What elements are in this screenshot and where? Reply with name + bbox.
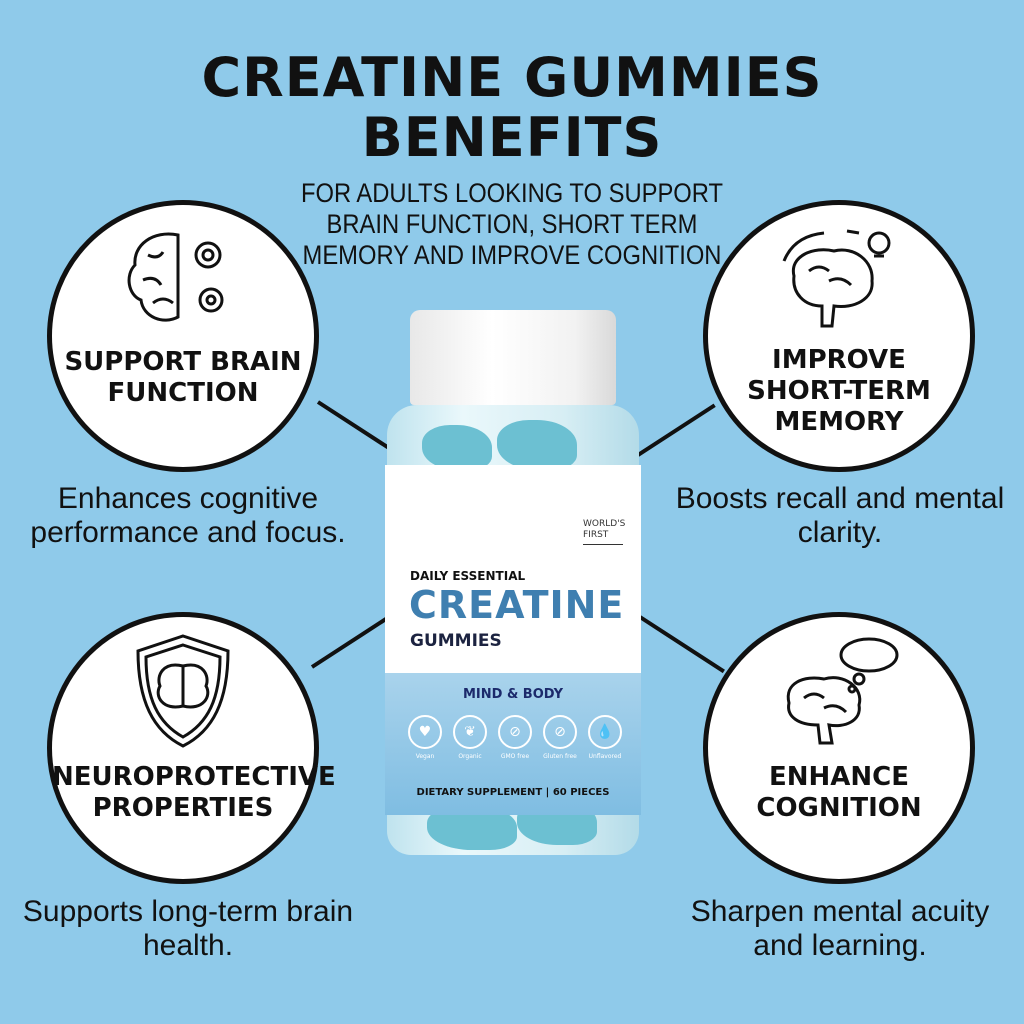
label-line: FUNCTION xyxy=(107,378,259,408)
label-line: IMPROVE xyxy=(772,345,906,375)
feature-label: Vegan xyxy=(415,753,435,760)
feature-gluten-free: ⊘ Gluten free xyxy=(540,715,580,760)
leaf-icon: ❦ xyxy=(453,715,487,749)
label-line: COGNITION xyxy=(756,793,922,823)
feature-label: Gluten free xyxy=(543,753,577,760)
feature-label: GMO free xyxy=(500,753,530,760)
label-line: ENHANCE xyxy=(768,762,909,792)
drop-icon: 💧 xyxy=(588,715,622,749)
label-line: PROPERTIES xyxy=(92,793,274,823)
title-line: CREATINE GUMMIES xyxy=(201,46,823,109)
benefit-description: Sharpen mental acuity and learning. xyxy=(690,895,990,962)
benefit-card-neuroprotective: NEUROPROTECTIVE PROPERTIES xyxy=(47,612,336,884)
benefit-card-brain-function: SUPPORT BRAIN FUNCTION xyxy=(47,200,319,472)
label-top xyxy=(385,465,641,673)
page-title: CREATINE GUMMIES BENEFITS xyxy=(0,48,1024,168)
benefit-title: NEUROPROTECTIVE PROPERTIES xyxy=(52,762,336,824)
gummy xyxy=(497,420,577,470)
subtitle: FOR ADULTS LOOKING TO SUPPORT BRAIN FUNC… xyxy=(300,178,724,270)
product-footer: DIETARY SUPPLEMENT | 60 PIECES xyxy=(416,787,610,798)
feature-vegan: ♥ Vegan xyxy=(405,715,445,760)
feature-gmo-free: ⊘ GMO free xyxy=(495,715,535,760)
benefit-title: ENHANCE COGNITION xyxy=(708,762,970,824)
brain-lightbulb-icon xyxy=(782,229,891,328)
heart-icon: ♥ xyxy=(408,715,442,749)
wheat-crossed-icon: ⊘ xyxy=(543,715,577,749)
connector-line xyxy=(310,616,389,669)
brain-shield-icon xyxy=(136,634,230,748)
feature-label: Organic xyxy=(458,753,482,760)
worlds-first-badge: WORLD'S FIRST xyxy=(583,519,625,545)
benefit-title: IMPROVE SHORT-TERM MEMORY xyxy=(708,345,970,438)
benefit-card-short-term-memory: IMPROVE SHORT-TERM MEMORY xyxy=(703,200,975,472)
benefit-description: Enhances cognitive performance and focus… xyxy=(30,482,346,549)
product-label: WORLD'S FIRST DAILY ESSENTIAL CREATINE G… xyxy=(385,465,641,815)
feature-label: Unflavored xyxy=(588,753,622,760)
benefit-description: Boosts recall and mental clarity. xyxy=(675,482,1005,549)
feature-badges: ♥ Vegan ❦ Organic ⊘ GMO free ⊘ Gluten free 💧… xyxy=(405,715,625,760)
brain-thought-icon xyxy=(786,637,899,745)
product-type: GUMMIES xyxy=(410,631,502,651)
product-name: CREATINE xyxy=(409,583,625,627)
benefit-description: Supports long-term brain health. xyxy=(22,895,354,962)
dna-crossed-icon: ⊘ xyxy=(498,715,532,749)
connector-line xyxy=(633,403,716,459)
connector-line xyxy=(638,615,725,674)
product-kicker: DAILY ESSENTIAL xyxy=(410,569,526,583)
label-line: NEUROPROTECTIVE xyxy=(52,762,336,792)
label-line: SUPPORT BRAIN xyxy=(64,347,302,377)
benefit-card-cognition: ENHANCE COGNITION xyxy=(703,612,975,884)
feature-unflavored: 💧 Unflavored xyxy=(585,715,625,760)
product-bottle: WORLD'S FIRST DAILY ESSENTIAL CREATINE G… xyxy=(385,310,641,858)
bottle-cap xyxy=(410,310,616,405)
label-line: MEMORY xyxy=(774,407,904,437)
feature-organic: ❦ Organic xyxy=(450,715,490,760)
title-line: BENEFITS xyxy=(361,106,663,169)
label-line: SHORT-TERM xyxy=(747,376,931,406)
brain-gears-icon xyxy=(127,232,224,322)
benefit-title: SUPPORT BRAIN FUNCTION xyxy=(52,347,314,409)
product-tagline: MIND & BODY xyxy=(462,687,564,702)
gummy xyxy=(422,425,492,470)
